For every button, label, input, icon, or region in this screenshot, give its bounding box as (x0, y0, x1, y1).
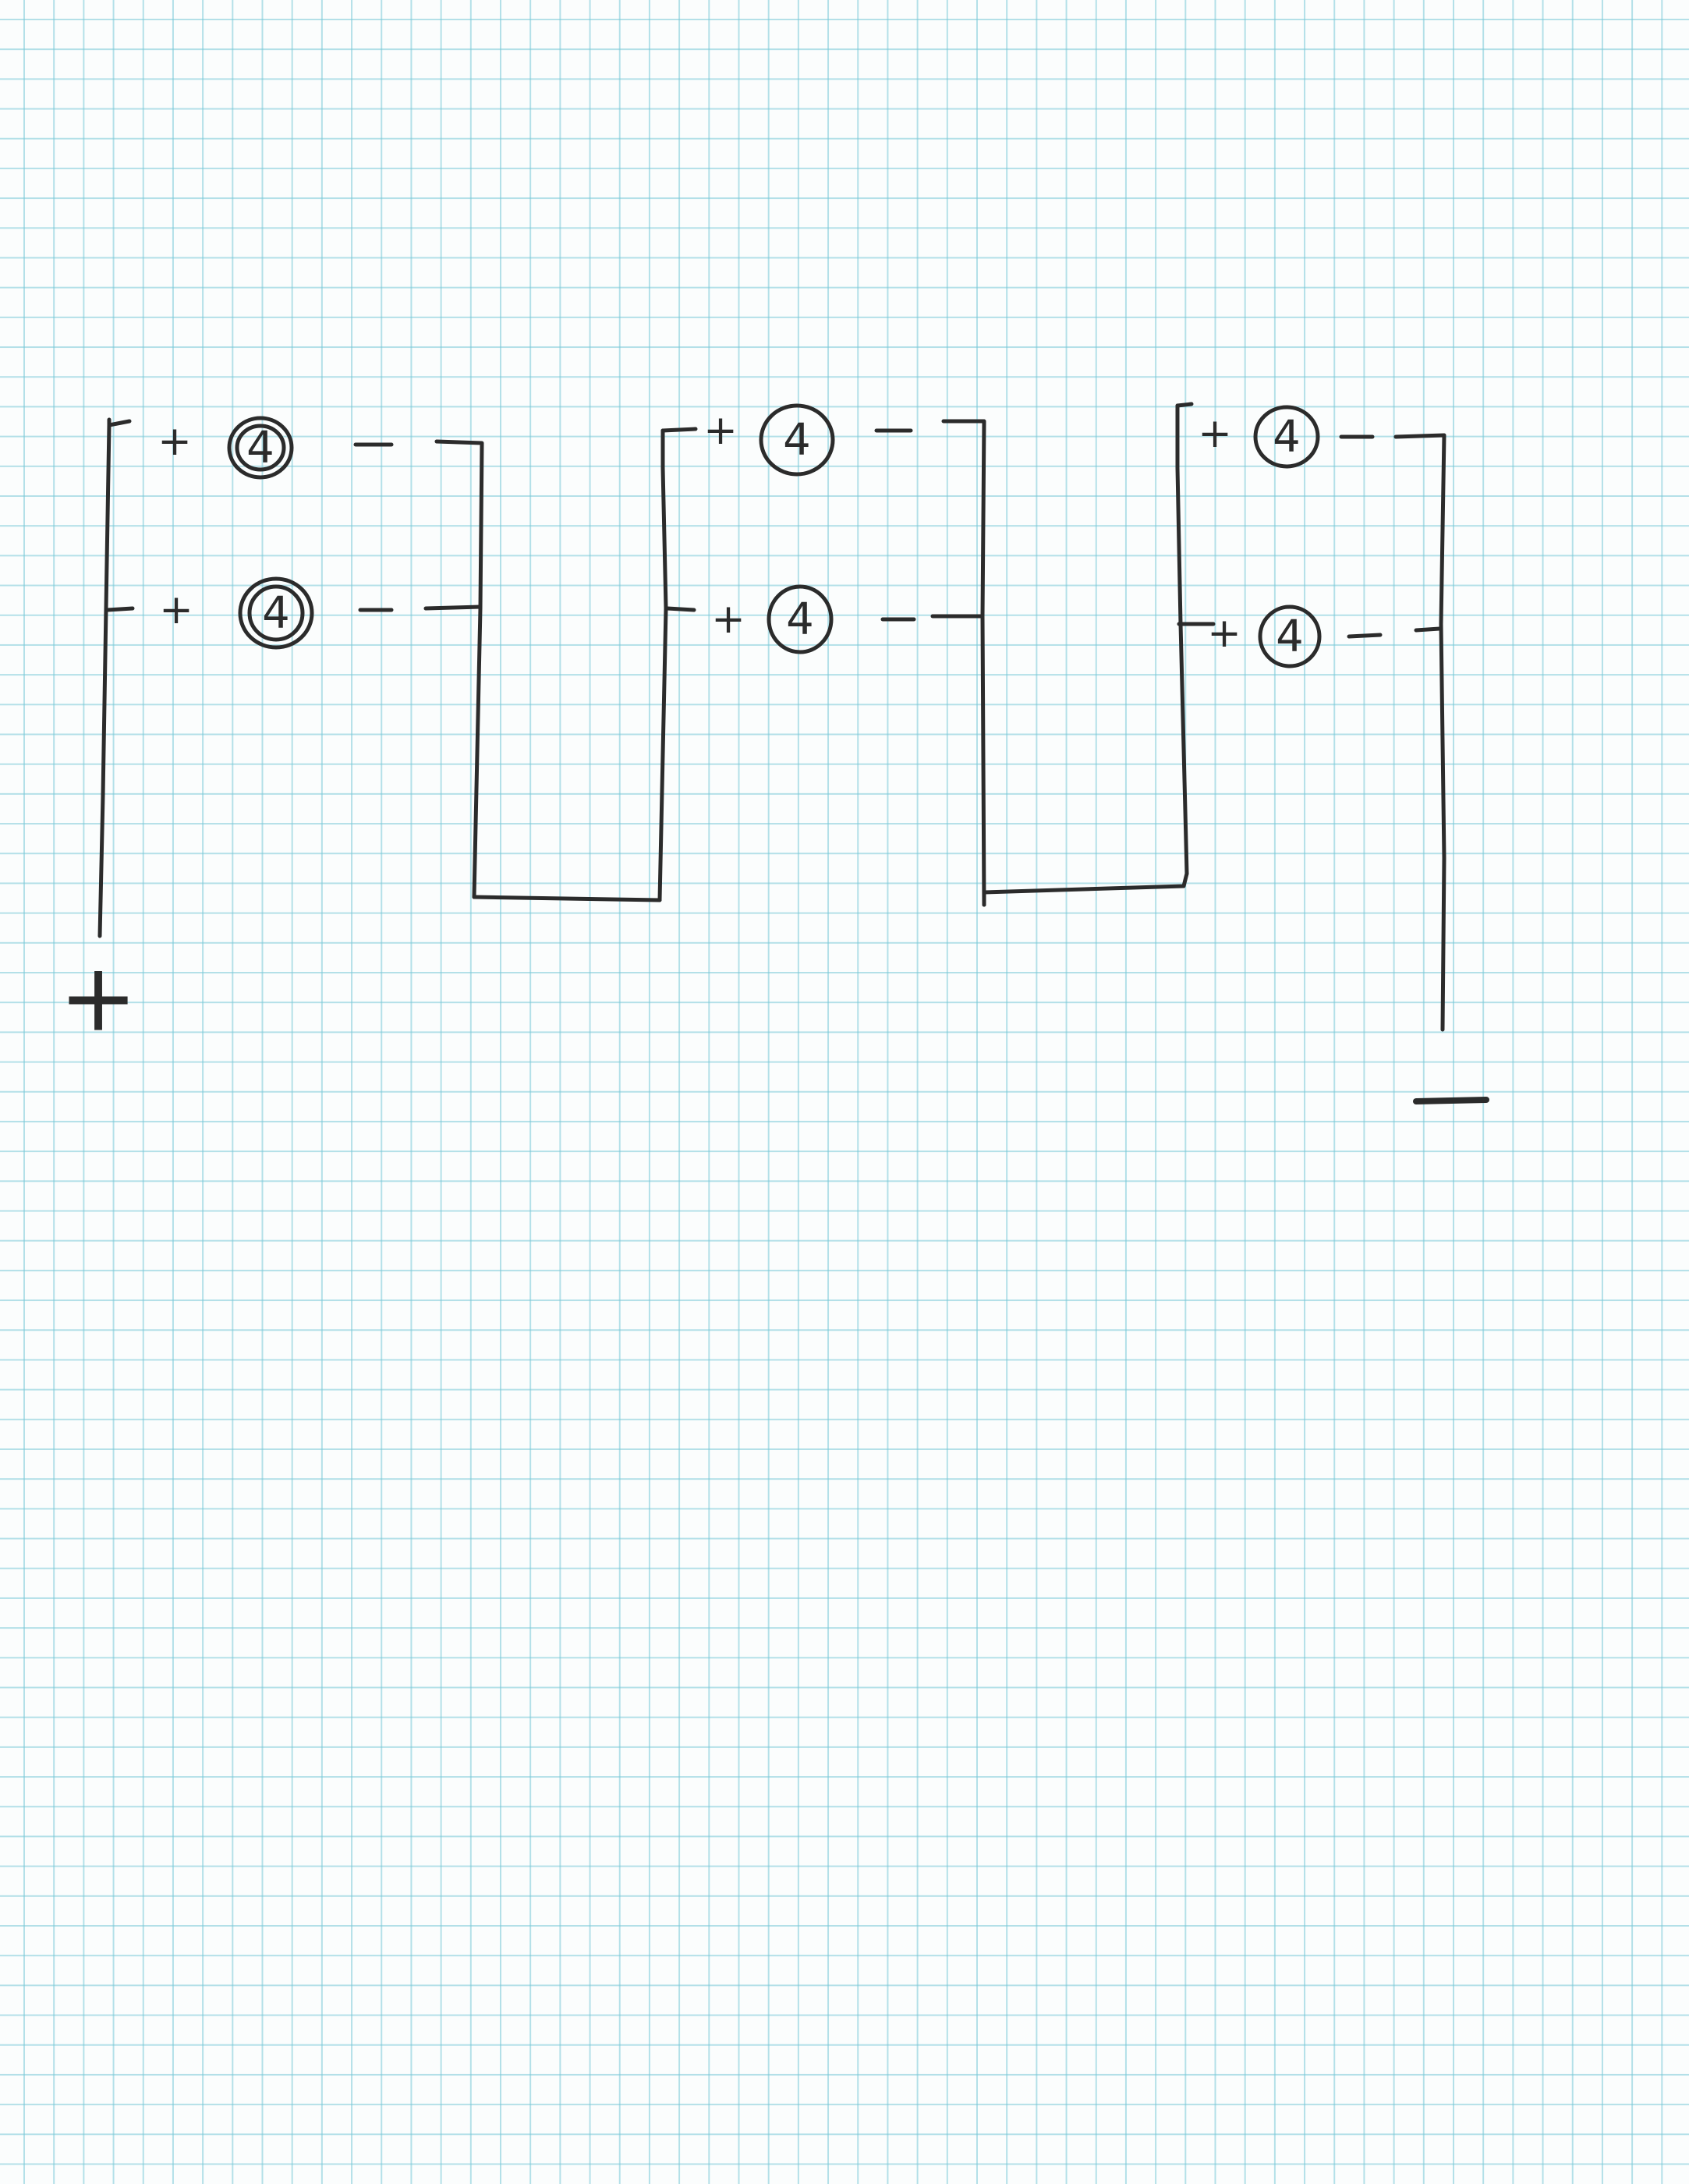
cell-6-label: 4 (1276, 612, 1304, 662)
cell-1-label: 4 (246, 423, 274, 473)
group-3-top-lead-left (1175, 402, 1194, 408)
link-2-3-bottom (982, 871, 1189, 907)
group-3-right-bus (1393, 433, 1446, 1032)
group-1-top-lead-left (107, 419, 132, 427)
cell-4-plus: + (711, 596, 745, 643)
cell-2-inner-ring (247, 584, 305, 642)
cell-2-label: 4 (262, 588, 290, 639)
battery-group-1 (97, 417, 662, 938)
cell-1-plus: + (158, 418, 192, 465)
cell-6-ring (1258, 604, 1322, 668)
cell-2-plus: + (159, 587, 193, 633)
battery-group-2 (657, 419, 1189, 907)
cell-3-label: 4 (783, 415, 811, 466)
group-3-left-bus (1175, 403, 1189, 876)
group-3-mid-lead-right (1414, 626, 1442, 633)
group-3-dash-mid (1347, 633, 1383, 639)
group-1-left-bus (97, 417, 112, 938)
battery-group-3 (1175, 402, 1446, 1032)
cell-5-ring (1253, 405, 1320, 469)
cell-4-ring (767, 584, 834, 654)
group-2-left-bus (657, 428, 668, 902)
positive-terminal: + (59, 945, 138, 1053)
group-1-right-bus (434, 439, 484, 899)
cell-6: + 4 (1207, 604, 1322, 668)
group-1-mid-lead-left (105, 606, 135, 612)
cell-2: + 4 (159, 576, 314, 650)
group-2-mid-lead-left (665, 606, 696, 612)
group-2-top-lead-left (660, 427, 698, 433)
cell-5-label: 4 (1273, 412, 1301, 463)
cell-1-inner-ring (235, 424, 286, 472)
cell-5-plus: + (1198, 410, 1232, 457)
cell-5: + 4 (1198, 405, 1320, 469)
group-2-right-bus (941, 419, 986, 907)
cell-3-plus: + (703, 407, 738, 454)
cell-1-ring (227, 416, 294, 480)
cell-1: + 4 (158, 416, 294, 480)
cell-3: + 4 (703, 403, 835, 477)
cell-6-plus: + (1207, 610, 1241, 657)
cell-2-ring (238, 576, 314, 650)
group-1-mid-lead-right (423, 604, 483, 611)
cell-4: + 4 (711, 584, 834, 654)
link-1-2-bottom (472, 895, 662, 902)
cell-4-label: 4 (786, 594, 814, 645)
cell-3-ring (759, 403, 835, 477)
negative-terminal-mark (1413, 1097, 1489, 1104)
